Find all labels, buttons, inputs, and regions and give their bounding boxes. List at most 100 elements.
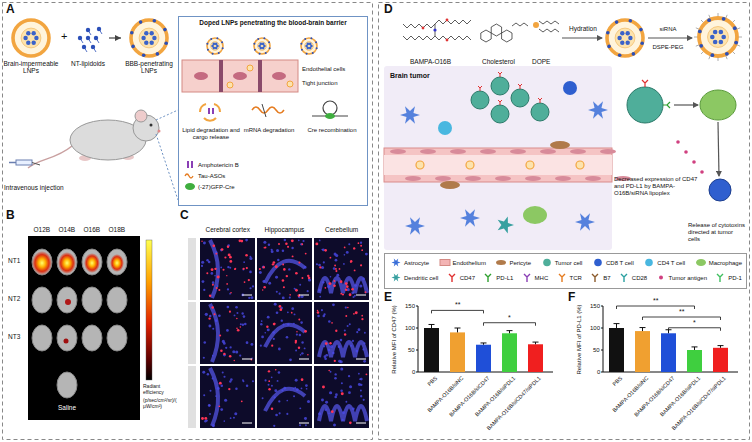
nt-lipidoid <box>312 52 314 54</box>
panel-letter: A <box>6 3 15 17</box>
fluorescence-signal <box>64 339 69 344</box>
nucleus-stain <box>249 257 252 260</box>
reporter-signal <box>229 260 232 263</box>
nt-lipidoid <box>606 31 610 35</box>
reporter-signal <box>227 246 229 248</box>
reporter-signal <box>204 417 207 420</box>
lnp-in-transit <box>227 82 233 88</box>
legend-icon <box>440 260 450 266</box>
nucleus-stain <box>330 276 332 278</box>
legend-sample <box>390 273 402 282</box>
nucleus-stain <box>300 354 302 356</box>
error-cap <box>692 346 698 347</box>
legend-icon <box>646 259 654 267</box>
note: Decreased expression of CD47 and PD-L1 b… <box>614 176 698 197</box>
chemical-bond <box>539 21 559 24</box>
reporter-signal <box>283 268 286 271</box>
micrograph <box>257 366 312 428</box>
connector-arrow <box>109 37 121 38</box>
nucleus-stain <box>298 240 300 242</box>
reporter-signal <box>298 262 300 264</box>
macrophage <box>700 90 736 120</box>
dna-loop <box>323 101 337 115</box>
step-label: siRNA <box>660 26 677 33</box>
reporter-signal <box>344 333 346 335</box>
nucleus-stain <box>293 323 295 325</box>
nucleus-stain <box>261 336 264 339</box>
nucleus-stain <box>328 320 331 323</box>
legend-sample <box>521 273 533 282</box>
row-strip <box>188 366 196 428</box>
nucleus-stain <box>203 289 205 291</box>
nt-lipidoid <box>304 38 306 40</box>
mouse-eye <box>150 124 153 127</box>
nucleus-stain <box>349 385 352 388</box>
nucleus-stain <box>301 388 303 390</box>
nucleus-stain <box>234 412 237 415</box>
nucleus-stain <box>201 261 204 264</box>
significance-mark: * <box>508 314 511 322</box>
nucleus-stain <box>334 377 337 380</box>
row-label: NT1 <box>8 257 20 264</box>
reporter-signal <box>331 322 333 324</box>
particle-node: BBB-penetrating LNPs <box>122 16 176 75</box>
nucleus-stain <box>348 391 351 394</box>
nucleus-stain <box>301 295 304 298</box>
fluorescence-signal <box>110 254 124 272</box>
nitrogen-atom <box>433 28 436 31</box>
cargo <box>212 43 215 46</box>
legend-sample <box>184 182 196 191</box>
nucleus-stain <box>349 323 351 325</box>
reporter-signal <box>344 247 346 249</box>
nucleus-stain <box>246 341 249 344</box>
nucleus-stain <box>242 268 244 270</box>
chemical-bond <box>435 20 471 24</box>
nucleus-stain <box>241 312 243 314</box>
lipid-nanoparticle <box>698 17 738 57</box>
reporter-signal <box>335 270 337 272</box>
legend-label: MHC <box>535 275 549 281</box>
nucleus-stain <box>251 343 254 346</box>
nucleus-stain <box>354 284 357 287</box>
reporter-signal <box>331 410 334 413</box>
nucleus-stain <box>330 371 332 373</box>
nt-lipidoid <box>269 47 271 49</box>
nt-lipidoid <box>615 20 619 24</box>
node-label: Doped LNPs penetrating the blood-brain b… <box>179 19 367 26</box>
nucleus-stain <box>252 380 254 382</box>
nucleus-stain <box>278 348 281 351</box>
mrna-strand <box>252 107 284 113</box>
nucleus-stain <box>208 405 210 407</box>
row-label: NT2 <box>8 295 20 302</box>
reporter-signal <box>279 308 282 311</box>
nucleus-stain <box>301 341 303 343</box>
cd4-t-cell <box>438 121 452 135</box>
tight-junction <box>258 60 262 92</box>
nucleus-stain <box>220 249 223 252</box>
nucleus-stain <box>288 268 290 270</box>
legend-item: Tumor antigen <box>655 273 707 282</box>
reporter-signal <box>279 305 282 308</box>
reporter-signal <box>333 280 335 282</box>
endothelial-cell <box>420 149 436 154</box>
nucleus-stain <box>212 281 215 284</box>
lipid-nanoparticle <box>13 20 49 56</box>
endothelial-cell <box>570 149 586 154</box>
nucleus-stain <box>334 396 337 399</box>
nucleus-stain <box>217 285 219 287</box>
lipoplex <box>526 161 534 169</box>
nt-lipidoid <box>130 31 134 35</box>
reporter-signal <box>289 294 291 296</box>
reporter-signal <box>219 334 221 336</box>
nucleus-stain <box>203 341 206 344</box>
axis-tick <box>416 328 418 329</box>
nucleus-stain <box>202 280 205 283</box>
micrograph <box>314 302 369 364</box>
endothelial-cell <box>450 149 466 154</box>
significance-mark: * <box>693 319 696 327</box>
nucleus-stain <box>282 296 285 299</box>
column-label: O12B <box>34 226 51 233</box>
nt-lipidoid <box>263 37 265 39</box>
reporter-signal <box>361 318 363 320</box>
lnp-core <box>258 42 267 51</box>
